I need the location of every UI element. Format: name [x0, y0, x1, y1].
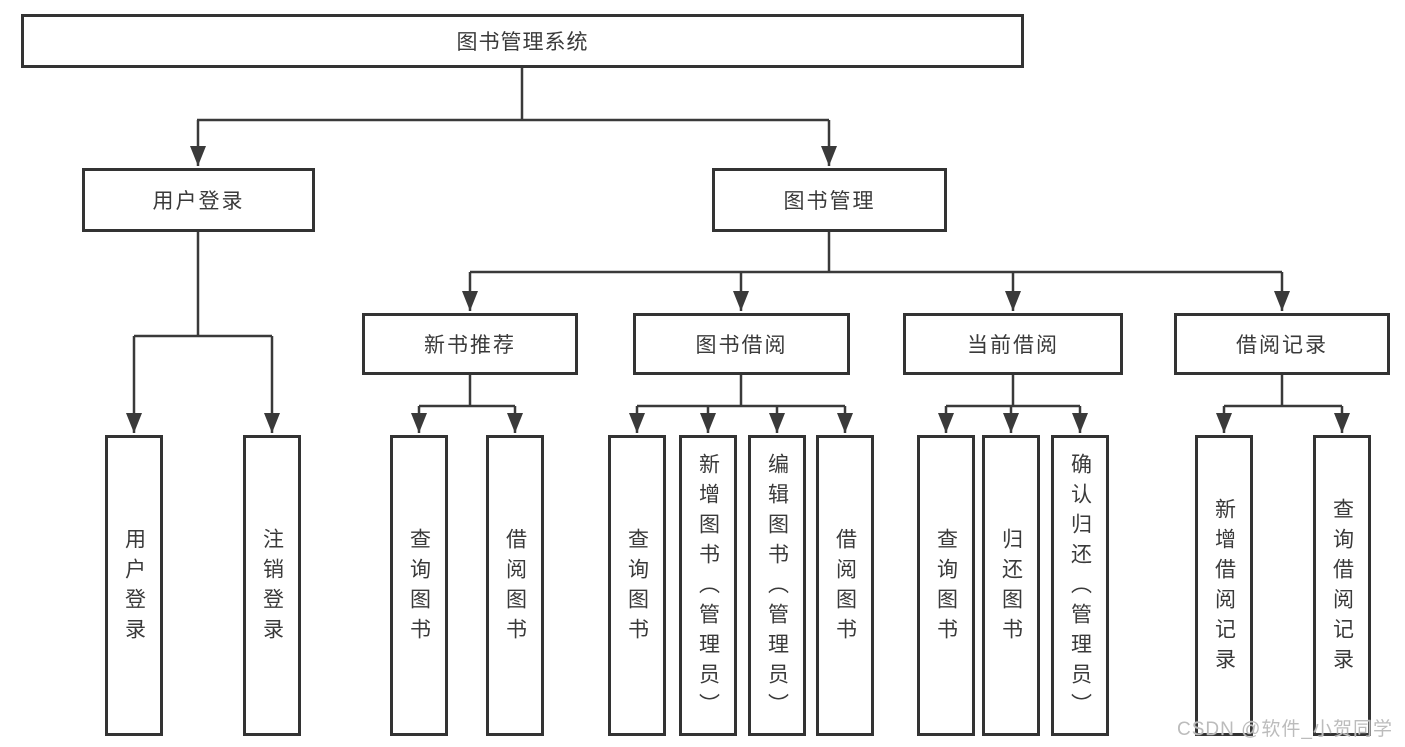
node-book-management: 图书管理: [712, 168, 947, 232]
leaf-confirm-return-admin: 确认归还（管理员）: [1051, 435, 1109, 736]
leaf-borrow-books-recommend: 借阅图书: [486, 435, 544, 736]
leaf-borrow-books-borrow: 借阅图书: [816, 435, 874, 736]
leaf-add-borrow-record: 新增借阅记录: [1195, 435, 1253, 736]
leaf-edit-books-admin: 编辑图书（管理员）: [748, 435, 806, 736]
node-new-book-recommend: 新书推荐: [362, 313, 578, 375]
node-user-login: 用户登录: [82, 168, 315, 232]
node-borrow-records: 借阅记录: [1174, 313, 1390, 375]
leaf-user-login: 用户登录: [105, 435, 163, 736]
leaf-logout: 注销登录: [243, 435, 301, 736]
leaf-query-books-recommend: 查询图书: [390, 435, 448, 736]
leaf-return-books: 归还图书: [982, 435, 1040, 736]
leaf-query-borrow-record: 查询借阅记录: [1313, 435, 1371, 736]
leaf-query-books-borrow: 查询图书: [608, 435, 666, 736]
leaf-query-books-current: 查询图书: [917, 435, 975, 736]
node-current-borrow: 当前借阅: [903, 313, 1123, 375]
node-library-management-system: 图书管理系统: [21, 14, 1024, 68]
csdn-watermark: CSDN @软件_小贺同学: [1177, 719, 1393, 740]
leaf-add-books-admin: 新增图书（管理员）: [679, 435, 737, 736]
node-book-borrow: 图书借阅: [633, 313, 850, 375]
